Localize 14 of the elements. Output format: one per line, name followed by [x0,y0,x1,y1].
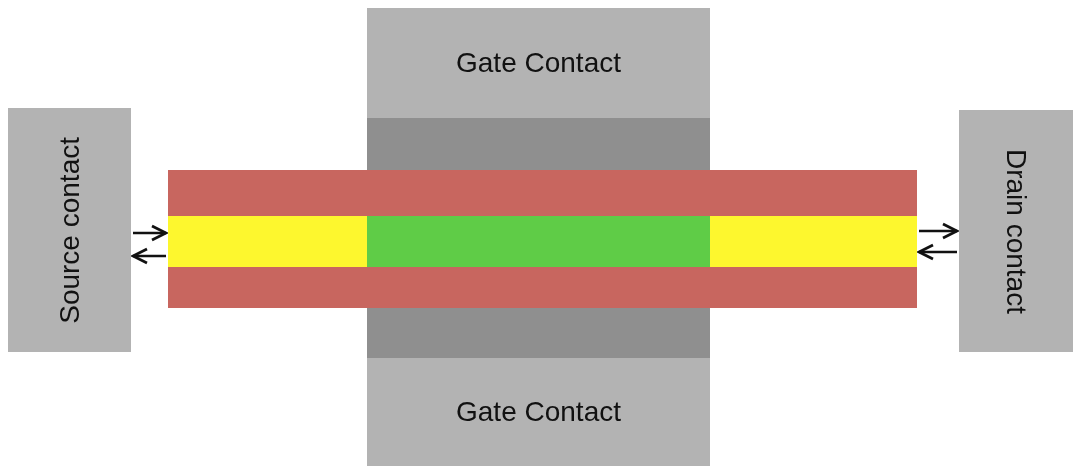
contact-label: Drain contact [1000,148,1032,314]
source-region [168,216,367,267]
gate-contact-pad [367,8,710,118]
drain-contact-pad [959,110,1073,352]
source-contact-pad [8,108,131,352]
gate-contact-pad [367,358,710,466]
contact-label: Gate Contact [456,47,621,79]
drain-region [710,216,917,267]
contact-label: Gate Contact [456,396,621,428]
arrow [919,222,959,240]
arrow [131,247,166,265]
arrow [917,243,957,261]
contact-label: Source contact [53,136,86,324]
arrow [133,224,168,242]
